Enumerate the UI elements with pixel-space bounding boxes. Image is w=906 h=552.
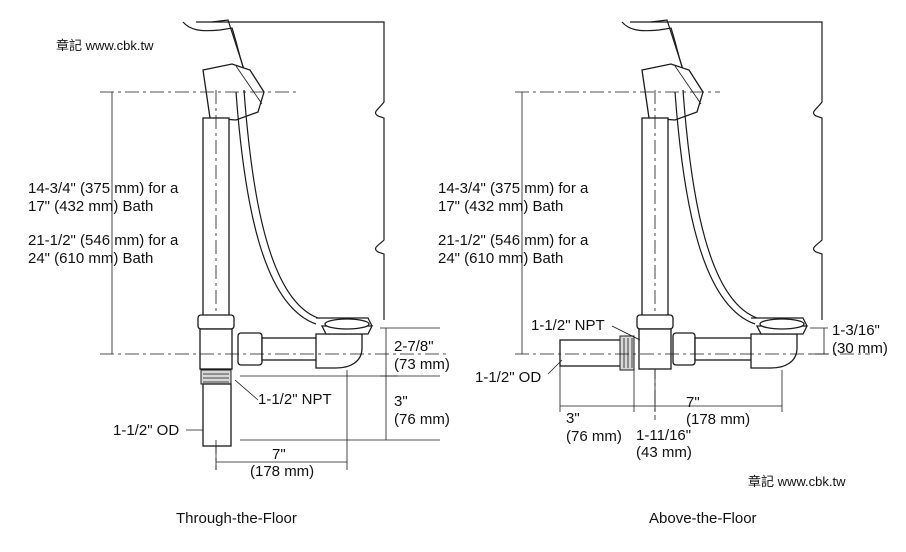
offset-line2-right: (43 mm) [636, 444, 692, 461]
height-24-bath-line2-left: 24" (610 mm) Bath [28, 250, 154, 267]
od-label-right: 1-1/2" OD [475, 369, 542, 386]
od-leader-right [547, 359, 563, 375]
drain-drop-line2-right: (30 mm) [832, 340, 888, 357]
npt-leader-right [611, 325, 641, 341]
overflow-cable-inner-right [674, 91, 756, 325]
overflow-cable-right [682, 89, 758, 319]
overflow-cable-inner-left [235, 91, 317, 325]
height-17-bath-line1-left: 14-3/4" (375 mm) for a [28, 180, 179, 197]
depth-line2-left: (76 mm) [394, 411, 450, 428]
watermark-bottom: 章記 www.cbk.tw [748, 474, 846, 489]
slip-nut-right [636, 314, 674, 330]
drain-shoe-left [315, 333, 363, 369]
drain-drop-line2-left: (73 mm) [394, 356, 450, 373]
offset-line1-right: 1-11/16" [636, 427, 692, 444]
drain-stopper-right [759, 318, 805, 330]
above-the-floor-drawing [515, 19, 870, 420]
overflow-plate-right [674, 65, 702, 105]
overflow-lever-right [650, 19, 690, 89]
height-24-bath-line1-left: 21-1/2" (546 mm) for a [28, 232, 179, 249]
outlet-pipe-right [559, 339, 623, 367]
drain-stopper-left [324, 318, 370, 330]
height-24-bath-line2-right: 24" (610 mm) Bath [438, 250, 564, 267]
depth-line1-left: 3" [394, 393, 408, 410]
npt-leader-left [234, 379, 259, 401]
slip-nut-left [197, 314, 235, 330]
od-label-left: 1-1/2" OD [113, 422, 180, 439]
drain-tube-left [261, 337, 319, 361]
wall-line-left [196, 21, 385, 320]
npt-label-right: 1-1/2" NPT [531, 317, 605, 334]
hex-nut-right [672, 332, 696, 366]
overflow-plate-left [235, 65, 263, 105]
npt-label-left: 1-1/2" NPT [258, 391, 332, 408]
tee-body-right [638, 328, 672, 370]
height-24-bath-line1-right: 21-1/2" (546 mm) for a [438, 232, 589, 249]
height-17-bath-line2-right: 17" (432 mm) Bath [438, 198, 564, 215]
span-line1-left: 7" [272, 446, 286, 463]
tailpiece-left [202, 383, 232, 447]
span-line2-right: (178 mm) [686, 411, 751, 428]
overflow-handle-right [621, 21, 684, 71]
outlet-line1-right: 3" [566, 410, 580, 427]
tee-body-left [199, 328, 233, 370]
overflow-cable-left [243, 89, 319, 319]
height-17-bath-line2-left: 17" (432 mm) Bath [28, 198, 154, 215]
outlet-line2-right: (76 mm) [566, 428, 622, 445]
drain-drop-line1-left: 2-7/8" [394, 338, 434, 355]
tub-bottom-right [751, 317, 808, 327]
caption-above-the-floor: Above-the-Floor [649, 510, 757, 527]
span-line1-right: 7" [686, 394, 700, 411]
overflow-lever-left [211, 19, 251, 89]
caption-through-the-floor: Through-the-Floor [176, 510, 297, 527]
drain-shoe-right [750, 333, 798, 369]
through-the-floor-drawing [100, 19, 450, 470]
wall-line-right [630, 21, 823, 320]
span-line2-left: (178 mm) [250, 463, 315, 480]
drain-tube-right [694, 337, 754, 361]
overflow-handle-left [182, 21, 245, 71]
height-17-bath-line1-right: 14-3/4" (375 mm) for a [438, 180, 589, 197]
drain-drop-line1-right: 1-3/16" [832, 322, 880, 339]
threaded-ring-right [619, 335, 635, 371]
tub-bottom-left [316, 317, 373, 327]
hex-nut-left [237, 332, 263, 366]
watermark-top: 章記 www.cbk.tw [56, 38, 154, 53]
